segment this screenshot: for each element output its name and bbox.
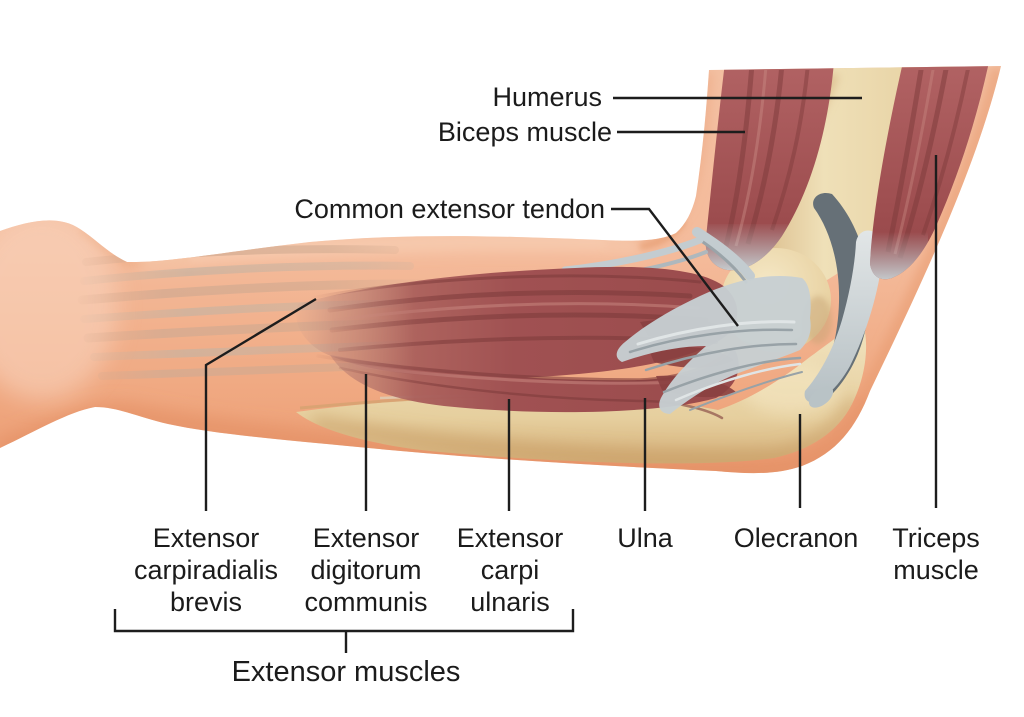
triceps-muscle-label: Triceps muscle <box>892 523 980 585</box>
triceps-muscle-label-line1: Triceps <box>892 523 980 553</box>
anatomy-layers <box>0 66 1001 474</box>
extensor-digitorum-communis-label-line1: Extensor <box>313 523 420 553</box>
leader-lines <box>113 96 938 653</box>
extensor-digitorum-communis-label: Extensor digitorum communis <box>304 523 427 617</box>
common-extensor-tendon-leader-line <box>611 207 739 327</box>
humerus-label: Humerus <box>492 82 602 112</box>
extensor-carpiradialis-brevis-label: Extensor carpiradialis brevis <box>134 523 278 617</box>
extensor-carpiradialis-brevis-label-line1: Extensor <box>153 523 260 553</box>
triceps-muscle-label-line2: muscle <box>893 555 979 585</box>
extensor-carpiradialis-brevis-label-line3: brevis <box>170 587 242 617</box>
extensor-digitorum-communis-label-line2: digitorum <box>310 555 421 585</box>
triceps-tendon-tip <box>808 386 834 408</box>
common-extensor-tendon-shape <box>616 276 811 414</box>
labels: Humerus Biceps muscle Common extensor te… <box>134 82 980 688</box>
arm-illustration <box>0 66 1001 474</box>
condyle-shadow <box>804 296 832 344</box>
extensor-muscles-group-label: Extensor muscles <box>232 656 461 688</box>
extensor-carpi-ulnaris-label-line2: carpi <box>481 555 540 585</box>
extensor-digitorum-communis-label-line3: communis <box>304 587 427 617</box>
skin-wrist-highlight <box>0 210 117 400</box>
extensor-carpi-ulnaris-label-line1: Extensor <box>457 523 564 553</box>
ulna-label: Ulna <box>617 523 674 553</box>
extensor-carpi-ulnaris-label-line3: ulnaris <box>470 587 550 617</box>
skin-right-edge-shadow <box>860 66 1001 396</box>
extensor-carpi-ulnaris-label: Extensor carpi ulnaris <box>457 523 564 617</box>
ulna-bone-shape <box>296 318 867 464</box>
triceps-tendon-band <box>804 230 885 403</box>
extensor-muscles-bracket <box>113 609 575 653</box>
biceps-muscle-label: Biceps muscle <box>438 117 612 147</box>
extensor-carpiradialis-brevis-leader-line <box>204 297 317 511</box>
extensor-carpiradialis-brevis-label-line2: carpiradialis <box>134 555 278 585</box>
olecranon-label: Olecranon <box>734 523 859 553</box>
common-extensor-tendon-label: Common extensor tendon <box>294 194 605 224</box>
